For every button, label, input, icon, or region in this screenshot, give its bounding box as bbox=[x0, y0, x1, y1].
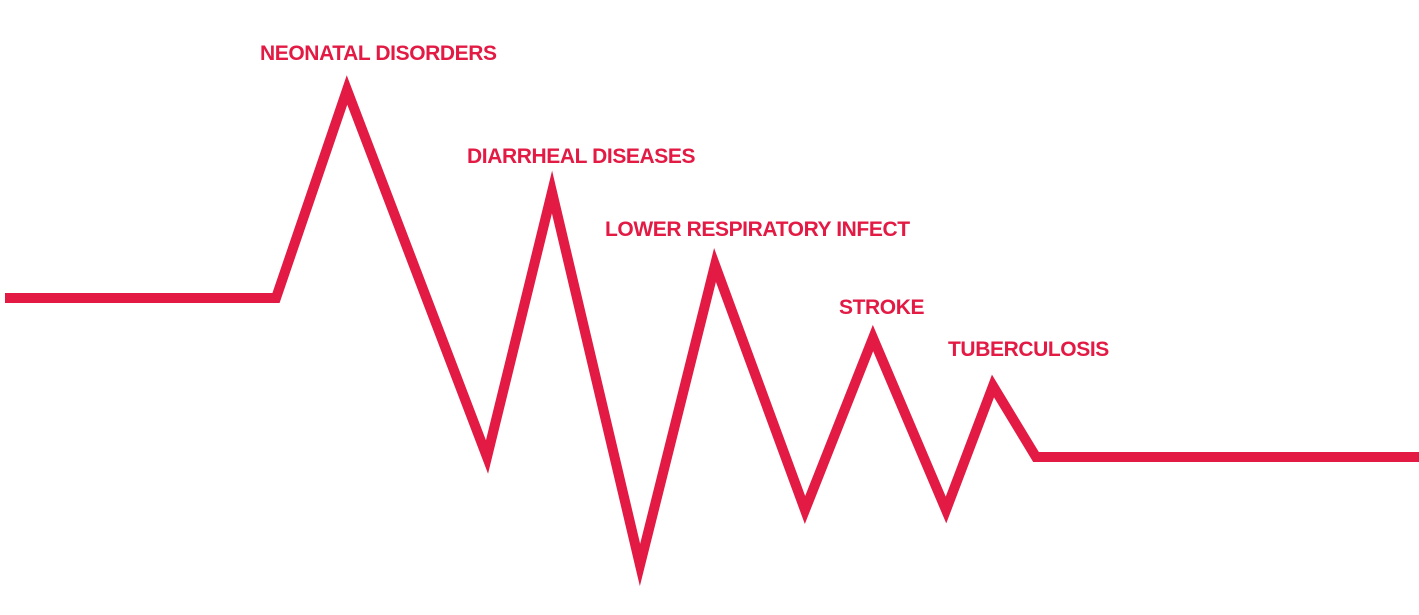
label-lower-respiratory-infect: LOWER RESPIRATORY INFECT bbox=[605, 218, 910, 241]
label-tuberculosis: TUBERCULOSIS bbox=[948, 338, 1109, 361]
label-neonatal-disorders: NEONATAL DISORDERS bbox=[260, 42, 497, 65]
label-stroke: STROKE bbox=[839, 296, 925, 319]
label-diarrheal-diseases: DIARRHEAL DISEASES bbox=[467, 145, 696, 168]
pulse-line bbox=[5, 75, 1419, 587]
